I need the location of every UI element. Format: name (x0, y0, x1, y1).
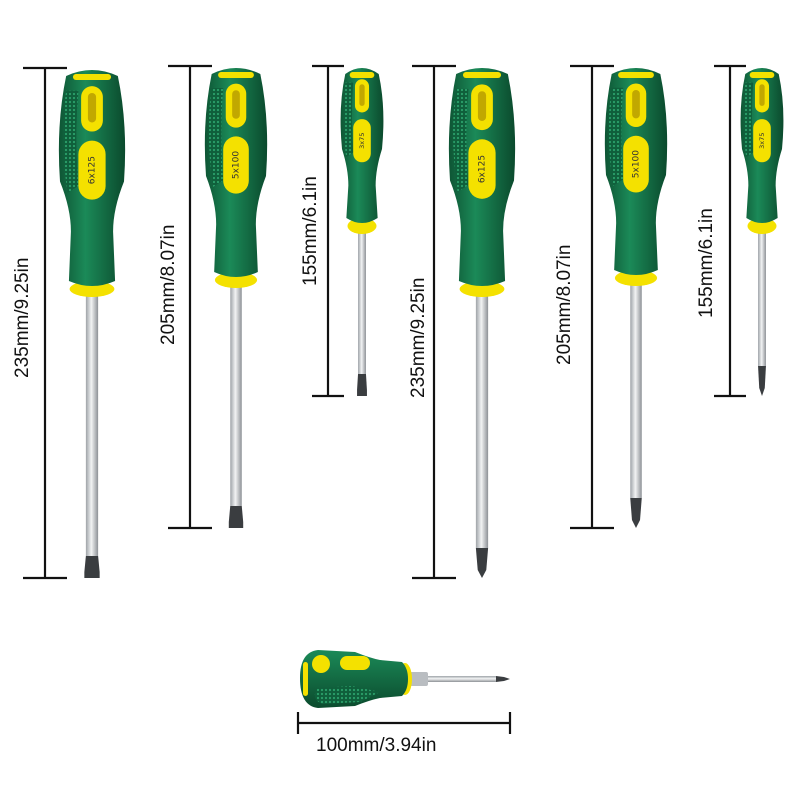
shaft-sd2 (230, 282, 242, 506)
slotted-tip-sd1 (84, 556, 100, 578)
size-marking-sd6: 3x75 (758, 133, 766, 149)
slotted-tip-sd3 (357, 374, 367, 396)
screwdriver-stubby (296, 650, 512, 734)
size-label-pad-stubby (340, 656, 370, 670)
handle-collar-sd1 (69, 281, 115, 297)
grip-window-hole-sd1 (87, 92, 97, 123)
dotted-grip-sd1 (63, 90, 79, 193)
handle-top-band-sd6 (749, 72, 775, 78)
grip-window-hole-sd4 (477, 91, 487, 121)
handle-collar-sd4 (459, 281, 505, 297)
grip-window-hole-sd6 (759, 84, 765, 106)
screwdriver-sd1: 6x125 (23, 66, 126, 580)
size-label-pad-sd1 (78, 140, 106, 200)
size-label-pad-sd5 (623, 135, 649, 193)
slotted-tip-sd2 (228, 506, 244, 528)
size-marking-sd5: 5x100 (632, 150, 642, 179)
dimension-label-sd4: 235mm/9.25in (408, 277, 429, 398)
shaft-sd3 (358, 228, 366, 374)
dotted-grip-sd5 (608, 87, 624, 186)
dotted-grip-sd4 (453, 88, 469, 192)
handle-top-band-sd3 (349, 72, 375, 78)
screwdriver-sd3: 3x75 (312, 64, 384, 398)
dimension-label-sd1: 235mm/9.25in (12, 257, 33, 378)
dotted-grip-sd6 (743, 82, 754, 158)
phillips-tip-sd4 (475, 548, 489, 578)
shaft-sd4 (475, 291, 489, 548)
dimension-label-sd2: 205mm/8.07in (158, 224, 179, 345)
dotted-grip-stubby (314, 686, 380, 704)
grip-window-hole-sd3 (359, 84, 365, 106)
phillips-tip-sd5 (630, 498, 642, 528)
dimension-label-sd5: 205mm/8.07in (554, 244, 575, 365)
grip-window-hole-sd5 (632, 89, 640, 119)
size-marking-sd2: 5x100 (232, 151, 242, 180)
dimension-label-stubby: 100mm/3.94in (316, 735, 437, 756)
shaft-sd6 (758, 228, 766, 366)
screwdriver-sd6: 3x75 (714, 64, 784, 398)
handle-top-band-sd5 (618, 72, 654, 78)
handle-collar-sd2 (214, 272, 258, 288)
shaft-sd5 (630, 280, 642, 498)
handle-collar-sd3 (347, 218, 377, 234)
handle-collar-sd5 (614, 270, 658, 286)
shaft-stubby (420, 676, 496, 682)
size-label-pad-sd6 (753, 119, 771, 163)
dotted-grip-sd3 (343, 82, 354, 158)
size-label-pad-sd2 (223, 136, 249, 194)
size-label-pad-sd4 (468, 139, 496, 199)
handle-top-band-sd4 (462, 72, 502, 78)
ferrule-stubby (410, 672, 428, 686)
size-label-pad-sd3 (353, 119, 371, 163)
screwdriver-sd4: 6x125 (412, 64, 516, 580)
phillips-tip-stubby (496, 676, 510, 682)
dotted-grip-sd2 (208, 88, 224, 187)
size-marking-sd3: 3x75 (358, 133, 366, 149)
handle-end-band-stubby (303, 662, 308, 696)
dimension-label-sd6: 155mm/6.1in (696, 208, 717, 318)
screwdriver-sd2: 5x100 (168, 64, 268, 530)
size-marking-sd4: 6x125 (478, 155, 488, 183)
handle-top-band-sd2 (218, 72, 254, 78)
screwdriver-sd5: 5x100 (570, 64, 668, 530)
handle-top-band-sd1 (72, 74, 112, 80)
grip-window-hole-sd2 (232, 90, 240, 119)
handle-collar-sd6 (747, 218, 777, 234)
dimension-label-sd3: 155mm/6.1in (300, 176, 321, 286)
size-marking-sd1: 6x125 (88, 156, 98, 184)
shaft-sd1 (85, 291, 99, 556)
phillips-tip-sd6 (758, 366, 766, 396)
grip-window-stubby (312, 655, 330, 673)
